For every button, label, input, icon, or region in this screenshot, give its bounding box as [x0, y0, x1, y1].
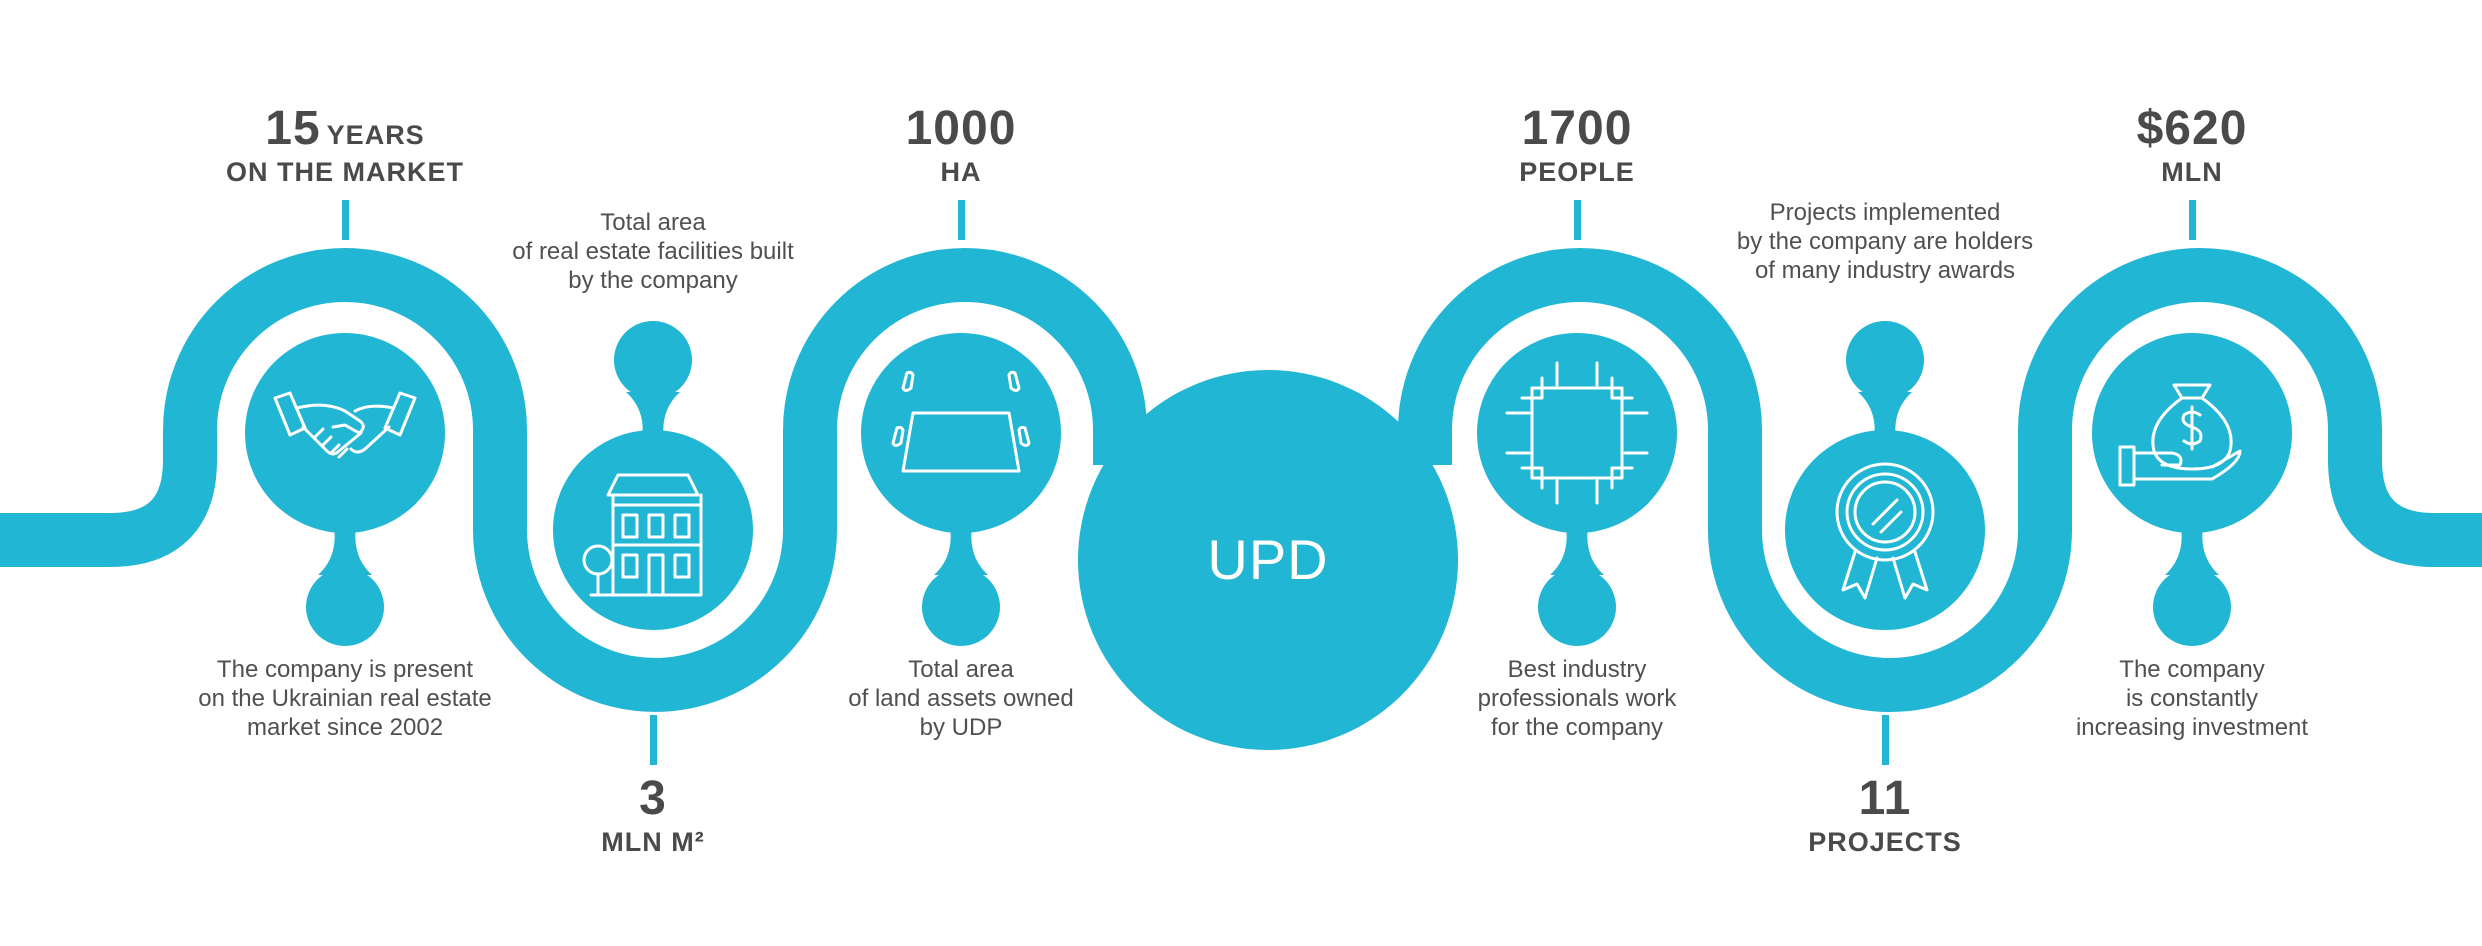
- stat-3-heading: 1000 HA: [906, 105, 1017, 186]
- bulb-4: [1538, 568, 1616, 646]
- stem-top-4: [1574, 200, 1581, 240]
- neck-3: [934, 520, 988, 575]
- stat-3-unit: HA: [940, 157, 982, 187]
- money-bag-hand-icon: [2118, 383, 2242, 487]
- stat-4-description: Best industry professionals work for the…: [1478, 655, 1677, 742]
- desc-line: market since 2002: [246, 714, 444, 741]
- icon-circle-1: [245, 333, 445, 533]
- stat-4-heading: 1700 PEOPLE: [1519, 105, 1635, 186]
- stat-4-unit: PEOPLE: [1519, 157, 1635, 187]
- icon-circle-3: [861, 333, 1061, 533]
- stat-6-unit: MLN: [2161, 157, 2223, 187]
- bulb-3: [922, 568, 1000, 646]
- building-icon: [582, 473, 703, 597]
- desc-line: is constantly: [2125, 685, 2259, 712]
- stat-1-unit2: ON THE MARKET: [226, 157, 464, 187]
- stat-6-description: The company is constantly increasing inv…: [2076, 655, 2308, 742]
- wave-ribbon: [0, 248, 2482, 712]
- stem-top-3: [958, 200, 965, 240]
- stem-top-1: [342, 200, 349, 240]
- stat-6-value: $620: [2136, 102, 2248, 155]
- stat-1-value: 15: [265, 102, 321, 155]
- desc-line: The company: [2119, 656, 2265, 683]
- desc-line: on the Ukrainian real estate: [198, 685, 492, 712]
- center-label: UPD: [1207, 528, 1329, 591]
- node-bulbs: [306, 321, 2231, 646]
- desc-line: of land assets owned: [848, 685, 1074, 712]
- bulb-6: [2153, 568, 2231, 646]
- stat-5-description: Projects implemented by the company are …: [1737, 198, 2033, 285]
- desc-line: The company is present: [216, 656, 474, 683]
- neck-5: [1858, 392, 1912, 445]
- desc-line: by UDP: [919, 714, 1003, 741]
- desc-line: professionals work: [1477, 685, 1677, 712]
- land-plot-icon: [891, 370, 1031, 473]
- desc-line: of many industry awards: [1754, 257, 2016, 284]
- desc-line: Total area: [908, 656, 1014, 683]
- stat-2-description: Total area of real estate facilities bui…: [512, 208, 793, 295]
- stat-2-value: 3: [639, 772, 667, 825]
- stat-1-description: The company is present on the Ukrainian …: [198, 655, 492, 742]
- stem-bottom-2: [650, 715, 657, 765]
- icon-circle-2: [553, 430, 753, 630]
- teamwork-hands-icon: [1505, 361, 1649, 505]
- desc-line: Total area: [600, 209, 706, 236]
- stem-bottom-5: [1882, 715, 1889, 765]
- handshake-icon: [273, 391, 417, 459]
- bulb-5: [1846, 321, 1924, 399]
- stat-5-value: 11: [1858, 772, 1912, 825]
- desc-line: Projects implemented: [1769, 199, 2001, 226]
- bulb-2: [614, 321, 692, 399]
- neck-2: [626, 392, 680, 445]
- neck-1: [318, 520, 372, 575]
- stat-6-heading: $620 MLN: [2137, 105, 2248, 186]
- desc-line: of real estate facilities built: [512, 238, 794, 265]
- stat-3-value: 1000: [905, 102, 1017, 155]
- bulb-1: [306, 568, 384, 646]
- stat-3-description: Total area of land assets owned by UDP: [848, 655, 1073, 742]
- stat-5-unit: PROJECTS: [1808, 827, 1962, 857]
- stat-2-unit: MLN M²: [601, 827, 705, 857]
- neck-6: [2165, 520, 2219, 575]
- desc-line: by the company: [568, 267, 738, 294]
- stem-top-6: [2189, 200, 2196, 240]
- stat-5-heading: 11 PROJECTS: [1808, 775, 1962, 856]
- stat-4-value: 1700: [1521, 102, 1633, 155]
- desc-line: increasing investment: [2075, 714, 2309, 741]
- award-medal-icon: [1835, 462, 1935, 600]
- neck-4: [1550, 520, 1604, 575]
- icon-circle-4: [1477, 333, 1677, 533]
- stat-1-unit: YEARS: [326, 120, 425, 150]
- center-hub: [1078, 370, 1458, 750]
- desc-line: Best industry: [1507, 656, 1647, 683]
- desc-line: by the company are holders: [1736, 228, 2034, 255]
- desc-line: for the company: [1490, 714, 1664, 741]
- stat-2-heading: 3 MLN M²: [601, 775, 704, 856]
